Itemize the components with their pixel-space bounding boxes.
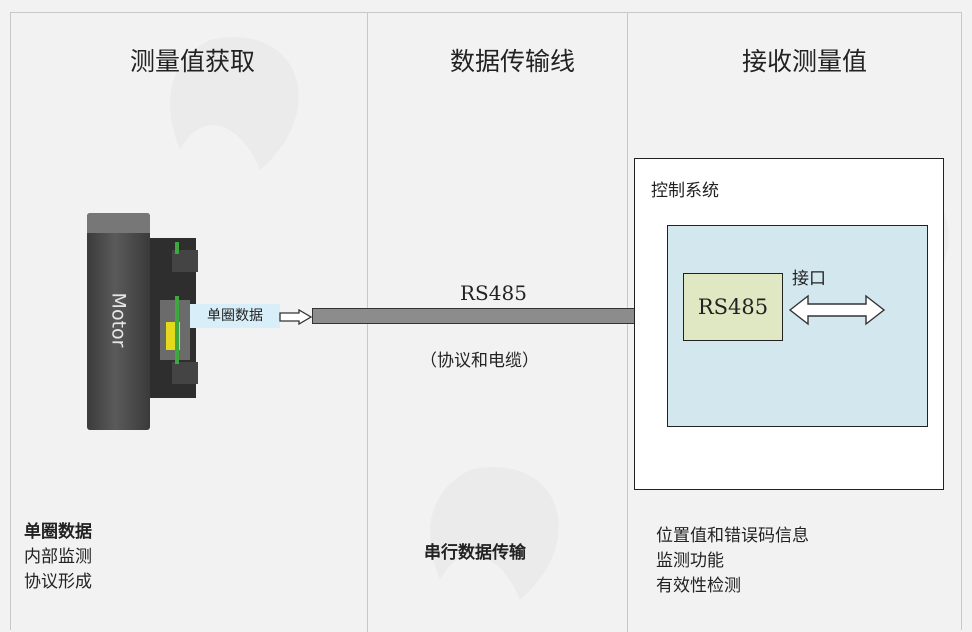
control-system-title: 控制系统 — [651, 181, 719, 201]
column-title-receive: 接收测量值 — [741, 47, 867, 76]
cable-sublabel: （协议和电缆） — [420, 351, 539, 371]
encoder-led-top — [175, 242, 179, 254]
cable-label: RS485 — [460, 281, 527, 305]
acquire-line-2: 协议形成 — [24, 572, 92, 592]
acquire-heading: 单圈数据 — [24, 522, 92, 542]
receive-line-1: 位置值和错误码信息 — [656, 526, 809, 546]
acquire-line-1: 内部监测 — [24, 547, 92, 567]
encoder-led-strip — [175, 296, 179, 364]
rs485-module-label: RS485 — [697, 295, 769, 319]
motor-label: Motor — [107, 292, 129, 348]
motor-body — [87, 213, 150, 430]
receive-description: 位置值和错误码信息 监测功能 有效性检测 — [656, 524, 809, 599]
column-title-acquire: 测量值获取 — [129, 47, 255, 76]
rs485-module: RS485 — [683, 273, 783, 341]
acquire-description: 单圈数据 内部监测 协议形成 — [24, 520, 92, 595]
transmit-description: 串行数据传输 — [424, 541, 526, 566]
rs485-cable — [312, 308, 668, 324]
motor-top-face — [87, 213, 150, 233]
encoder-step-top — [172, 250, 198, 272]
column-title-transmit: 数据传输线 — [449, 47, 575, 76]
encoder-step-bottom — [172, 362, 198, 384]
single-turn-data-tag: 单圈数据 — [190, 304, 280, 328]
receive-line-3: 有效性检测 — [656, 576, 741, 596]
receive-line-2: 监测功能 — [656, 551, 724, 571]
diagram-frame — [10, 12, 962, 630]
interface-label: 接口 — [792, 269, 826, 289]
transmit-heading: 串行数据传输 — [424, 543, 526, 563]
